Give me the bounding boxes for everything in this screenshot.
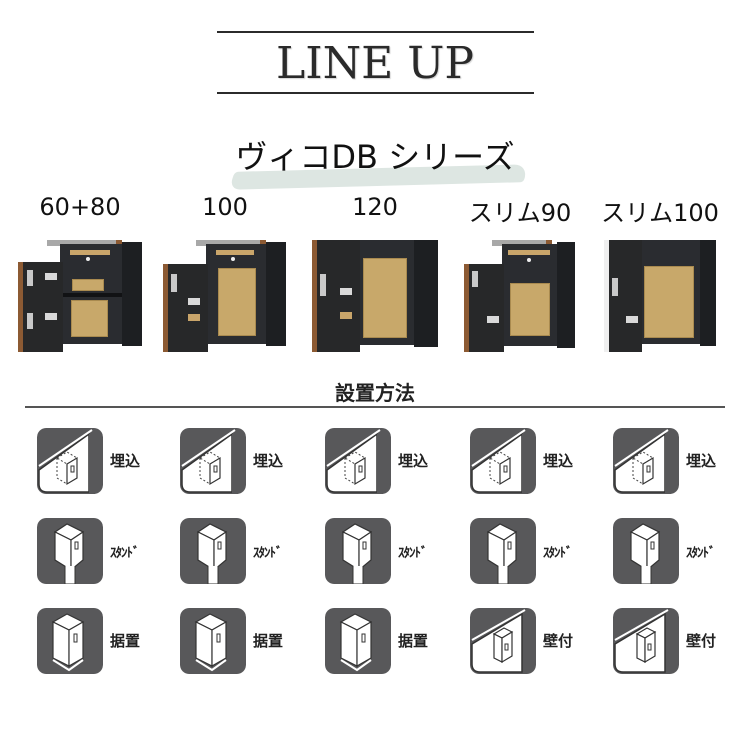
embedded-icon <box>470 428 536 494</box>
install-method-label: 据置 <box>110 632 141 650</box>
embedded-icon <box>325 428 391 494</box>
install-method-label: ｽﾀﾝﾄﾞ <box>543 546 572 561</box>
install-method-120-embedded: 埋込 <box>325 428 465 494</box>
install-method-label: 埋込 <box>110 452 141 470</box>
model-label-120: 120 <box>352 193 398 221</box>
stand-icon <box>325 518 391 584</box>
stand-icon <box>613 518 679 584</box>
stand-icon <box>37 518 103 584</box>
install-method-label: ｽﾀﾝﾄﾞ <box>253 546 282 561</box>
header-top-rule <box>217 31 534 33</box>
floor-placement-icon <box>325 608 391 674</box>
install-method-label: ｽﾀﾝﾄﾞ <box>398 546 427 561</box>
install-method-60-80-embedded: 埋込 <box>37 428 177 494</box>
install-method-label: 埋込 <box>686 452 717 470</box>
model-label-100: 100 <box>202 193 248 221</box>
install-method-slim100-embedded: 埋込 <box>613 428 750 494</box>
model-label-slim100: スリム100 <box>601 199 719 227</box>
install-method-label: 壁付 <box>686 632 717 650</box>
install-method-label: 壁付 <box>543 632 574 650</box>
stand-icon <box>470 518 536 584</box>
floor-placement-icon <box>37 608 103 674</box>
install-method-label: ｽﾀﾝﾄﾞ <box>686 546 715 561</box>
wall-mount-icon <box>613 608 679 674</box>
install-method-label: 据置 <box>398 632 429 650</box>
product-image-100[interactable] <box>160 238 290 358</box>
stand-icon <box>180 518 246 584</box>
install-method-label: 埋込 <box>543 452 574 470</box>
install-method-100-stand: ｽﾀﾝﾄﾞ <box>180 518 320 584</box>
install-method-slim100-wall: 壁付 <box>613 608 750 674</box>
install-method-slim100-stand: ｽﾀﾝﾄﾞ <box>613 518 750 584</box>
install-method-120-floor: 据置 <box>325 608 465 674</box>
install-method-label: 埋込 <box>253 452 284 470</box>
install-method-60-80-stand: ｽﾀﾝﾄﾞ <box>37 518 177 584</box>
wall-mount-icon <box>470 608 536 674</box>
page-title: LINE UP <box>276 38 474 89</box>
embedded-icon <box>180 428 246 494</box>
embedded-icon <box>37 428 103 494</box>
header-bottom-rule <box>217 92 534 94</box>
install-method-label: 据置 <box>253 632 284 650</box>
floor-placement-icon <box>180 608 246 674</box>
embedded-icon <box>613 428 679 494</box>
install-section-rule <box>25 406 725 408</box>
install-method-100-floor: 据置 <box>180 608 320 674</box>
install-method-slim90-stand: ｽﾀﾝﾄﾞ <box>470 518 610 584</box>
install-method-title: 設置方法 <box>335 381 415 405</box>
model-label-slim90: スリム90 <box>468 199 572 227</box>
product-image-120[interactable] <box>310 238 440 358</box>
product-image-60-80[interactable] <box>15 238 145 358</box>
install-method-slim90-wall: 壁付 <box>470 608 610 674</box>
series-title: ヴィコDB シリーズ <box>235 138 515 176</box>
install-method-100-embedded: 埋込 <box>180 428 320 494</box>
install-method-120-stand: ｽﾀﾝﾄﾞ <box>325 518 465 584</box>
model-label-60-80: 60+80 <box>39 193 121 221</box>
product-image-slim100[interactable] <box>602 238 722 358</box>
install-method-60-80-floor: 据置 <box>37 608 177 674</box>
series-heading: ヴィコDB シリーズ <box>225 130 530 190</box>
install-method-label: ｽﾀﾝﾄﾞ <box>110 546 139 561</box>
install-method-label: 埋込 <box>398 452 429 470</box>
install-method-slim90-embedded: 埋込 <box>470 428 610 494</box>
product-image-slim90[interactable] <box>462 238 582 358</box>
